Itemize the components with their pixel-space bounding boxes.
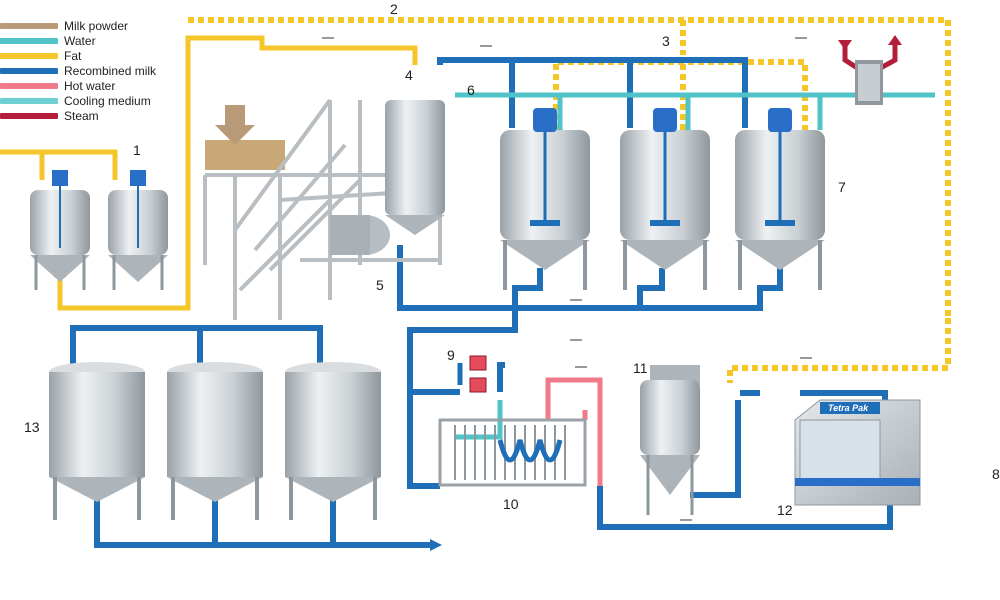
label-2: 2 [390, 1, 398, 17]
label-1: 1 [133, 142, 141, 158]
legend-swatch [0, 112, 58, 119]
legend-item: Water [0, 33, 156, 48]
label-13: 13 [24, 419, 40, 435]
legend-swatch [0, 52, 58, 59]
legend-item: Recombined milk [0, 63, 156, 78]
steam-in-arrow [838, 40, 852, 50]
plate-heat-exchanger [438, 418, 587, 487]
tank-7b [620, 108, 710, 290]
legend-label: Water [64, 33, 96, 48]
legend-label: Milk powder [64, 18, 129, 33]
motor-icon [768, 108, 792, 132]
label-11: 11 [633, 360, 648, 376]
legend-item: Hot water [0, 78, 156, 93]
tank-1b [108, 170, 168, 290]
powder-mixing-station [203, 98, 445, 320]
storage-tanks [49, 362, 381, 520]
tank-13a [49, 362, 145, 520]
motor-icon [52, 170, 68, 186]
label-3: 3 [662, 33, 670, 49]
powder-arrow-icon [215, 105, 255, 145]
legend-swatch [0, 97, 58, 104]
filling-machine [794, 399, 921, 506]
motor-icon [653, 108, 677, 132]
tank-13b [167, 362, 263, 520]
tetra-pak-logo: Tetra Pak [828, 403, 869, 413]
fat-pipes [0, 35, 418, 311]
legend-label: Hot water [64, 78, 116, 93]
label-9: 9 [447, 347, 455, 363]
label-8: 8 [992, 466, 1000, 482]
steam-out-arrow [888, 35, 902, 45]
outlet-arrow [430, 539, 442, 551]
flow-arrows [322, 37, 812, 521]
steam-heat-exchanger [855, 60, 883, 105]
legend-item: Fat [0, 48, 156, 63]
label-5: 5 [376, 277, 384, 293]
water-pipes [455, 92, 935, 440]
recombination-tanks [500, 108, 825, 290]
milk-powder-bags [205, 140, 285, 170]
tank-1a [30, 170, 90, 290]
legend-swatch [0, 22, 58, 29]
legend-label: Fat [64, 48, 82, 63]
tank-13c [285, 362, 381, 520]
legend-swatch [0, 37, 58, 44]
label-10: 10 [503, 496, 519, 512]
legend-item: Milk powder [0, 18, 156, 33]
milk-pipes [70, 57, 893, 548]
motor-icon [533, 108, 557, 132]
label-12: 12 [777, 502, 793, 518]
label-6: 6 [467, 82, 475, 98]
deaerator [640, 365, 700, 515]
legend-label: Cooling medium [64, 93, 151, 108]
tank-7c [735, 108, 825, 290]
legend-swatch [0, 82, 58, 89]
legend-item: Steam [0, 108, 156, 123]
duplex-filter [457, 355, 487, 393]
label-4: 4 [405, 67, 413, 83]
legend-item: Cooling medium [0, 93, 156, 108]
legend-label: Recombined milk [64, 63, 157, 78]
label-7: 7 [838, 179, 846, 195]
fat-tanks [30, 170, 168, 290]
tank-7a [500, 108, 590, 290]
hot-water-pipes [545, 377, 603, 486]
legend-swatch [0, 67, 58, 74]
legend-label: Steam [64, 108, 99, 123]
motor-icon [130, 170, 146, 186]
